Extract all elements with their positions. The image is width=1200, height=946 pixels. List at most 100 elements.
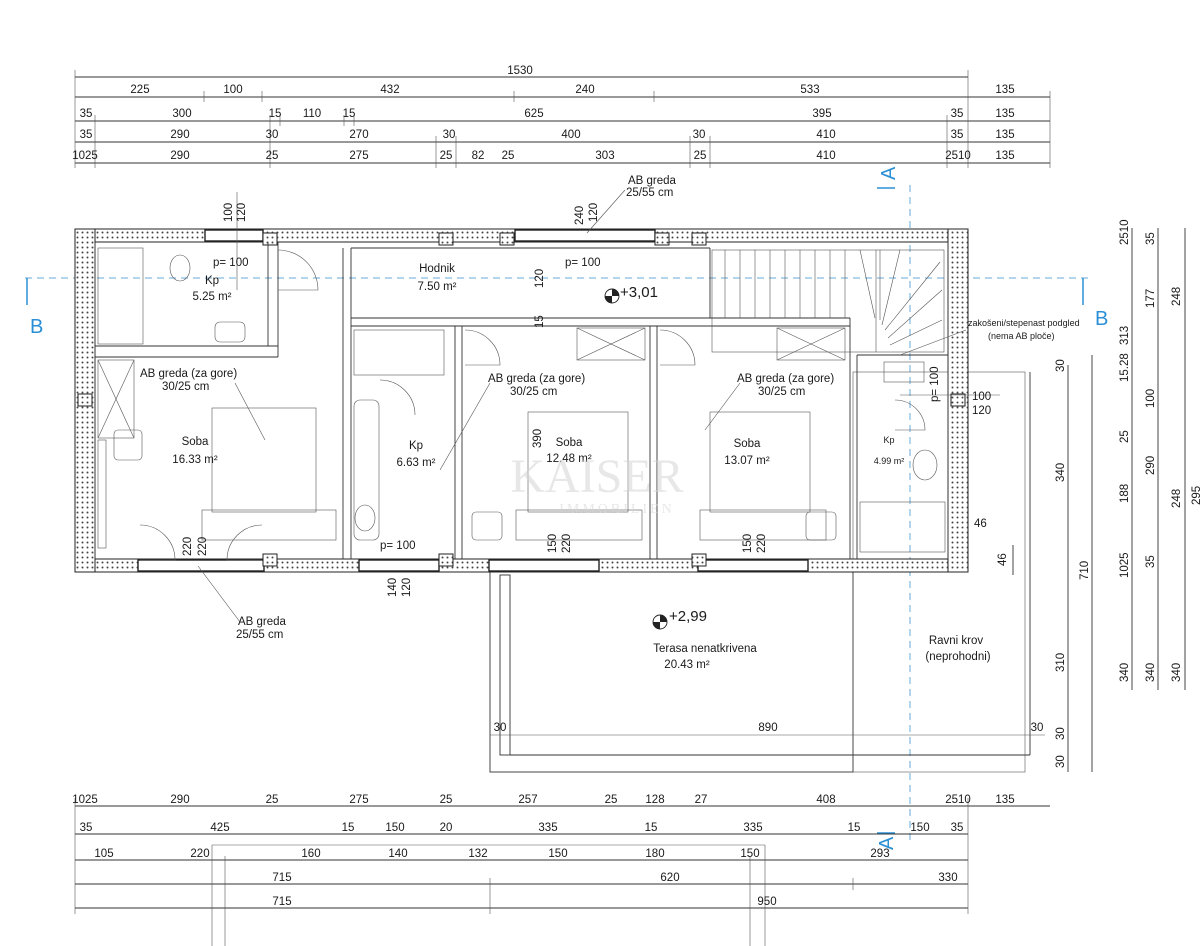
dim-right: 35 bbox=[1145, 555, 1157, 568]
room-kp1-name: Kp bbox=[205, 275, 219, 287]
room-soba2-name: Soba bbox=[556, 437, 583, 449]
dim-text: 225 bbox=[130, 84, 149, 96]
dim-right: 340 bbox=[1055, 463, 1067, 482]
room-terasa-name: Terasa nenatkrivena bbox=[653, 643, 757, 655]
beam1-size: 25/55 cm bbox=[626, 187, 673, 199]
room-krov-sub: (neprohodni) bbox=[925, 651, 990, 663]
dim-text: 150 bbox=[385, 822, 404, 834]
staircase bbox=[711, 249, 945, 353]
room-soba3-name: Soba bbox=[734, 438, 761, 450]
interior-walls bbox=[94, 242, 949, 559]
opening-dim: 220 bbox=[756, 534, 768, 553]
dim-right: 313 bbox=[1119, 326, 1131, 345]
dim-text: 240 bbox=[575, 84, 594, 96]
dim-text: 25 bbox=[694, 150, 707, 162]
section-lines bbox=[25, 185, 1090, 840]
dim-text: 257 bbox=[518, 794, 537, 806]
dim-text: 715 bbox=[272, 872, 291, 884]
dim-right: 340 bbox=[1145, 663, 1157, 682]
dim-right: 177 bbox=[1145, 289, 1157, 308]
dim-right: 30 bbox=[1055, 755, 1067, 768]
dim-text: 425 bbox=[210, 822, 229, 834]
terrace-dim: 30 bbox=[1031, 722, 1044, 734]
ceiling-note-sub: (nema AB ploče) bbox=[988, 331, 1055, 341]
dim-text: 35 bbox=[80, 108, 93, 120]
dim-right: 25 bbox=[1119, 430, 1131, 443]
dim-text: 410 bbox=[816, 150, 835, 162]
section-label-b-right: B bbox=[1095, 308, 1108, 330]
opening-dim: 15 bbox=[534, 315, 546, 328]
dimension-lines-top bbox=[75, 76, 1050, 164]
dim-text: 105 bbox=[94, 848, 113, 860]
section-label-a-bottom: A bbox=[876, 836, 898, 850]
dim-text: 15 bbox=[343, 108, 356, 120]
beam4-size: 30/25 cm bbox=[758, 386, 805, 398]
dim-right: 290 bbox=[1145, 456, 1157, 475]
dim-right: 30 bbox=[1055, 359, 1067, 372]
dim-text: 303 bbox=[595, 150, 614, 162]
dim-right: 30 bbox=[1055, 727, 1067, 740]
terrace-dim: 890 bbox=[758, 722, 777, 734]
beam1-name: AB greda bbox=[628, 175, 677, 187]
walls bbox=[74, 228, 969, 573]
dim-text: 432 bbox=[380, 84, 399, 96]
dim-text: 330 bbox=[938, 872, 957, 884]
dim-text: 270 bbox=[349, 129, 368, 141]
dim-text: 160 bbox=[301, 848, 320, 860]
opening-dim: 120 bbox=[401, 578, 413, 597]
dim-right: 15.28 bbox=[1119, 353, 1131, 382]
beam2-size: 30/25 cm bbox=[162, 381, 209, 393]
dim-text: 25 bbox=[502, 150, 515, 162]
dim-text: 35 bbox=[80, 129, 93, 141]
ceiling-note: zakošeni/stepenast podgled bbox=[968, 318, 1080, 328]
opening-dim: 120 bbox=[534, 269, 546, 288]
dim-text: 132 bbox=[468, 848, 487, 860]
dim-text: 335 bbox=[743, 822, 762, 834]
dim-text: 100 bbox=[223, 84, 242, 96]
beam3-name: AB greda (za gore) bbox=[488, 373, 585, 385]
dim-right: 710 bbox=[1079, 561, 1091, 580]
dim-right: 1025 bbox=[1119, 552, 1131, 578]
level-terrace: +2,99 bbox=[669, 608, 707, 625]
opening-dim: 46 bbox=[974, 518, 987, 530]
section-label-b-left: B bbox=[30, 316, 43, 338]
door-swings bbox=[139, 249, 926, 561]
dim-right: 2510 bbox=[1119, 219, 1131, 245]
dim-text: 410 bbox=[816, 129, 835, 141]
dim-text: 1025 bbox=[72, 150, 98, 162]
room-terasa-area: 20.43 m² bbox=[664, 659, 710, 671]
dim-text: 950 bbox=[757, 896, 776, 908]
dim-text: 27 bbox=[695, 794, 708, 806]
level-marker-upper bbox=[604, 288, 620, 304]
dim-text: 110 bbox=[303, 108, 321, 120]
opening-dim: 46 bbox=[997, 553, 1009, 566]
dim-text: 2510 bbox=[945, 794, 971, 806]
room-hodnik-name: Hodnik bbox=[419, 263, 455, 275]
dim-text: 25 bbox=[266, 794, 279, 806]
level-marker-terrace bbox=[652, 614, 668, 630]
dim-text: 30 bbox=[693, 129, 706, 141]
fixtures bbox=[97, 247, 946, 553]
dim-text: 275 bbox=[349, 794, 368, 806]
opening-dim: 390 bbox=[532, 429, 544, 448]
dim-text: 1025 bbox=[72, 794, 98, 806]
dim-text: 35 bbox=[80, 822, 93, 834]
opening-dim: 120 bbox=[588, 203, 600, 222]
beam-leaders bbox=[197, 189, 1000, 623]
opening-dim: 220 bbox=[182, 537, 194, 556]
opening-dim: 150 bbox=[742, 534, 754, 553]
dimension-lines-bottom bbox=[75, 805, 1050, 946]
dim-text: 25 bbox=[266, 150, 279, 162]
dim-text: 135 bbox=[995, 794, 1014, 806]
room-soba3-area: 13.07 m² bbox=[724, 455, 770, 467]
level-upper: +3,01 bbox=[620, 284, 658, 301]
dim-text: 2510 bbox=[945, 150, 971, 162]
opening-dim: 100 bbox=[223, 203, 235, 222]
dim-right: 340 bbox=[1119, 663, 1131, 682]
terrace-dim: 30 bbox=[494, 722, 507, 734]
room-krov-name: Ravni krov bbox=[929, 635, 984, 647]
opening-dim: 240 bbox=[574, 206, 586, 225]
dim-text: 15 bbox=[848, 822, 861, 834]
beam5-name: AB greda bbox=[238, 616, 287, 628]
dim-text: 82 bbox=[472, 150, 485, 162]
